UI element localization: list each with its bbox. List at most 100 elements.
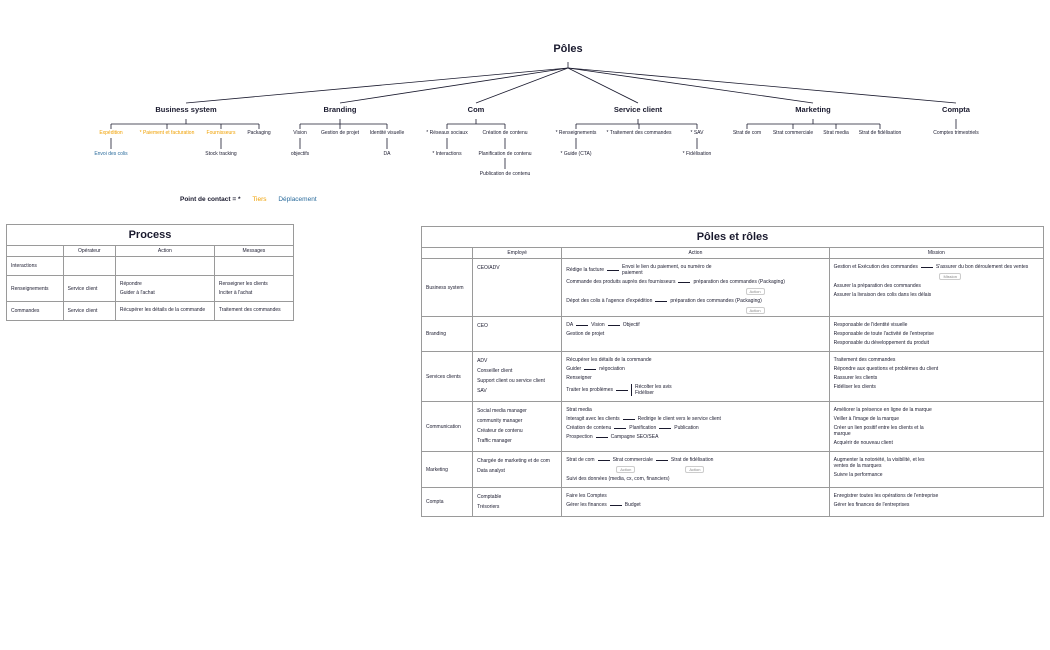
process-header-cell: Opérateur — [62, 245, 116, 257]
process-message-item: Renseigner les clients — [218, 281, 268, 287]
mission-text: Créer un lien positif entre les clients … — [833, 425, 924, 437]
pole-title-0: Business system — [155, 105, 217, 114]
employee-item: Trésoriers — [477, 504, 500, 510]
pole-title-3: Service client — [613, 105, 663, 114]
mission-item: Augmenter la notoriété, la visibilité, e… — [834, 457, 1039, 469]
employee-item: ADV — [477, 358, 488, 364]
mission-text: Augmenter la notoriété, la visibilité, e… — [833, 457, 925, 469]
action-item: Strat media — [566, 407, 824, 413]
process-operator: Service client — [62, 301, 116, 321]
child-4-3: Strat de fidélisation — [858, 130, 902, 136]
action-item: Rédige la facture Envoi le lien du paieme… — [566, 264, 824, 276]
roles-employees: CEO — [472, 316, 563, 352]
chain-step: Strat de com — [566, 457, 595, 463]
root-to-pole-connector — [185, 67, 569, 104]
employee-item: Data analyst — [477, 468, 505, 474]
mission-text: Enregistrer toutes les opérations de l'e… — [833, 493, 939, 499]
mission-item: Répondre aux questions et problèmes du c… — [834, 366, 1039, 372]
item-link: Campagne SEO/SEA — [610, 434, 659, 440]
roles-header-cell: Mission — [828, 247, 1045, 259]
item-link: Budget — [624, 502, 641, 508]
mission-item: Fidéliser les clients — [834, 384, 1039, 390]
item-text: Rédige la facture — [566, 267, 605, 273]
root-to-pole-connector — [567, 67, 639, 104]
item-link: négociation — [599, 366, 625, 372]
connector-line — [659, 427, 672, 429]
employee-item: Chargée de marketing et de com — [477, 458, 550, 464]
chain-step: DA — [566, 322, 574, 328]
roles-title: Pôles et rôles — [421, 226, 1044, 248]
mission-text: Responsable de toute l'activité de l'ent… — [833, 331, 934, 337]
employee-item: Social media manager — [477, 408, 527, 414]
employee-item: SAV — [477, 388, 487, 394]
mission-item: Suivre la performance — [834, 472, 1039, 478]
mission-item: Rassurer les clients — [834, 375, 1039, 381]
action-item: Commande des produits auprès des fournis… — [566, 279, 824, 285]
roles-header-cell: Action — [561, 247, 830, 259]
connector-line — [614, 427, 627, 429]
mission-text: Acquérir de nouveau client — [833, 440, 893, 446]
sub-3-0-0: * Guide (CTA) — [560, 151, 592, 157]
roles-actions: Rédige la facture Envoi le lien du paieme… — [561, 258, 830, 317]
mission-item: Gérer les finances de l'entreprises — [834, 502, 1039, 508]
process-header-cell: Messages — [213, 245, 295, 257]
chain-step: Strat de fidélisation — [670, 457, 714, 463]
chain-step: Création de contenu — [566, 425, 612, 431]
child-4-2: Strat media — [823, 130, 849, 136]
child-2-0: * Réseaux sociaux — [426, 130, 468, 136]
connector-line — [584, 368, 597, 370]
mission-text: Rassurer les clients — [833, 375, 878, 381]
roles-row-name: Compta — [420, 487, 474, 517]
connector-line — [607, 269, 620, 271]
process-action-item: Guider à l'achat — [119, 290, 155, 296]
item-text: Guider — [566, 366, 582, 372]
sub-2-1-1: Publication de contenu — [479, 171, 531, 177]
pole-title-2: Com — [467, 105, 485, 114]
legend-deplacement: Déplacement — [278, 196, 317, 203]
mission-item: Créer un lien positif entre les clients … — [834, 425, 1039, 437]
child-2-1: Création de contenu — [482, 130, 528, 136]
item-text: Gérer les finances — [566, 502, 607, 508]
action-badge: Action — [616, 466, 636, 473]
action-item: Suivi des données (media, cx, com, finan… — [566, 476, 824, 482]
employee-item: Créateur de contenu — [477, 428, 523, 434]
child-4-1: Strat commerciale — [772, 130, 814, 136]
employee-item: Support client ou service client — [477, 378, 545, 384]
root-to-pole-connector — [475, 67, 569, 104]
item-link: Envoi le lien du paiement, ou numéro de … — [622, 264, 712, 276]
action-item: Faire les Comptes — [566, 493, 824, 499]
connector-line — [576, 324, 589, 326]
mission-text: Traitement des commandes — [833, 357, 896, 363]
mission-item: Assurer la préparation des commandes — [834, 283, 1039, 289]
root-to-pole-connector — [567, 67, 957, 104]
mission-text: Gestion et Exécution des commandes — [833, 264, 918, 270]
process-actions: Récupérer les détails de la commande — [114, 301, 215, 321]
item-text: Suivi des données (media, cx, com, finan… — [566, 476, 670, 482]
sub-2-1-0: Planification de contenu — [478, 151, 532, 157]
process-row-name: Interactions — [6, 256, 64, 276]
process-header-cell — [6, 245, 64, 257]
action-item: Récupérer les détails de la commande — [566, 357, 824, 363]
mission-text: Suivre la performance — [833, 472, 883, 478]
item-text: Récupérer les détails de la commande — [566, 357, 652, 363]
mission-item: Responsable du développement du produit — [834, 340, 1039, 346]
connector-line — [607, 324, 620, 326]
connector-line — [655, 459, 668, 461]
process-title: Process — [6, 224, 294, 246]
roles-row-name: Marketing — [420, 451, 474, 488]
